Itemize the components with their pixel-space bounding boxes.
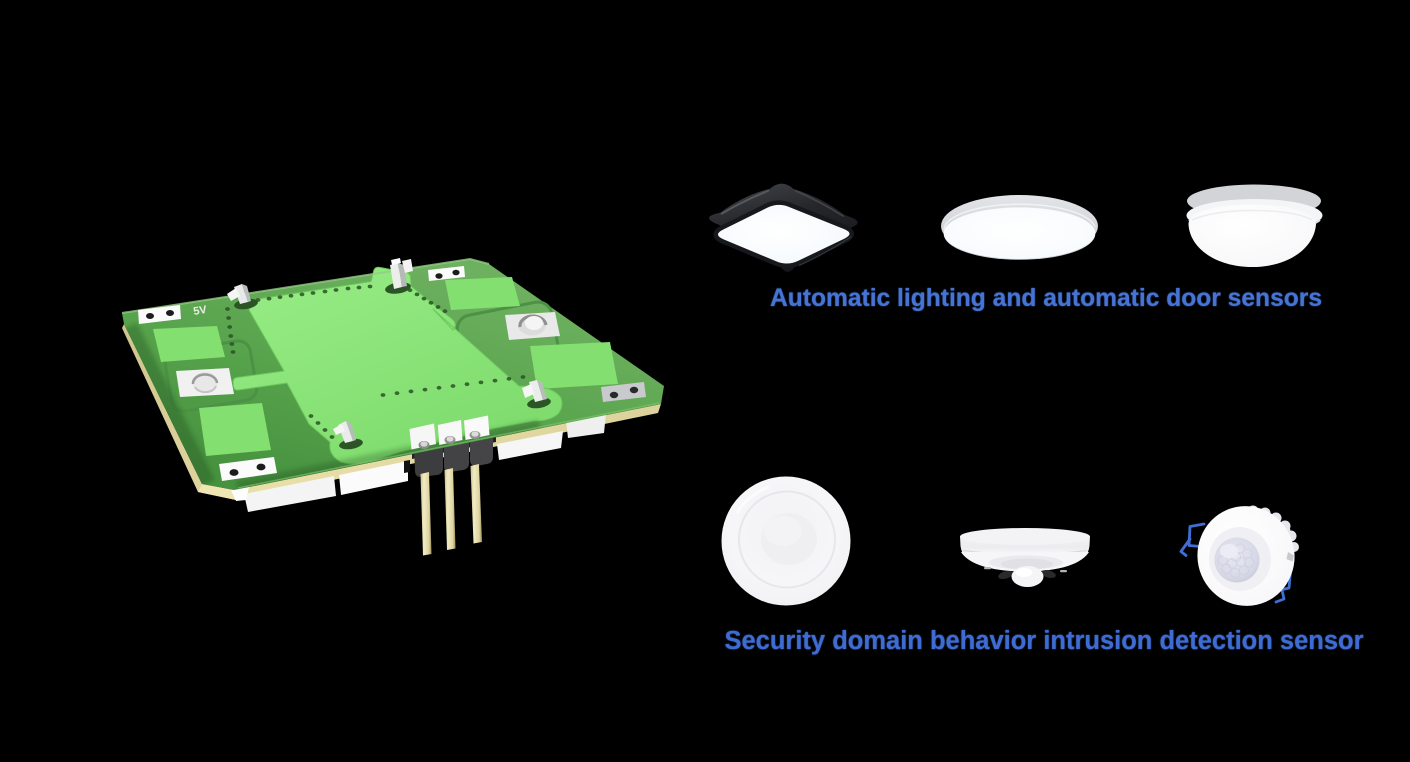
svg-text:5V: 5V bbox=[192, 304, 208, 318]
